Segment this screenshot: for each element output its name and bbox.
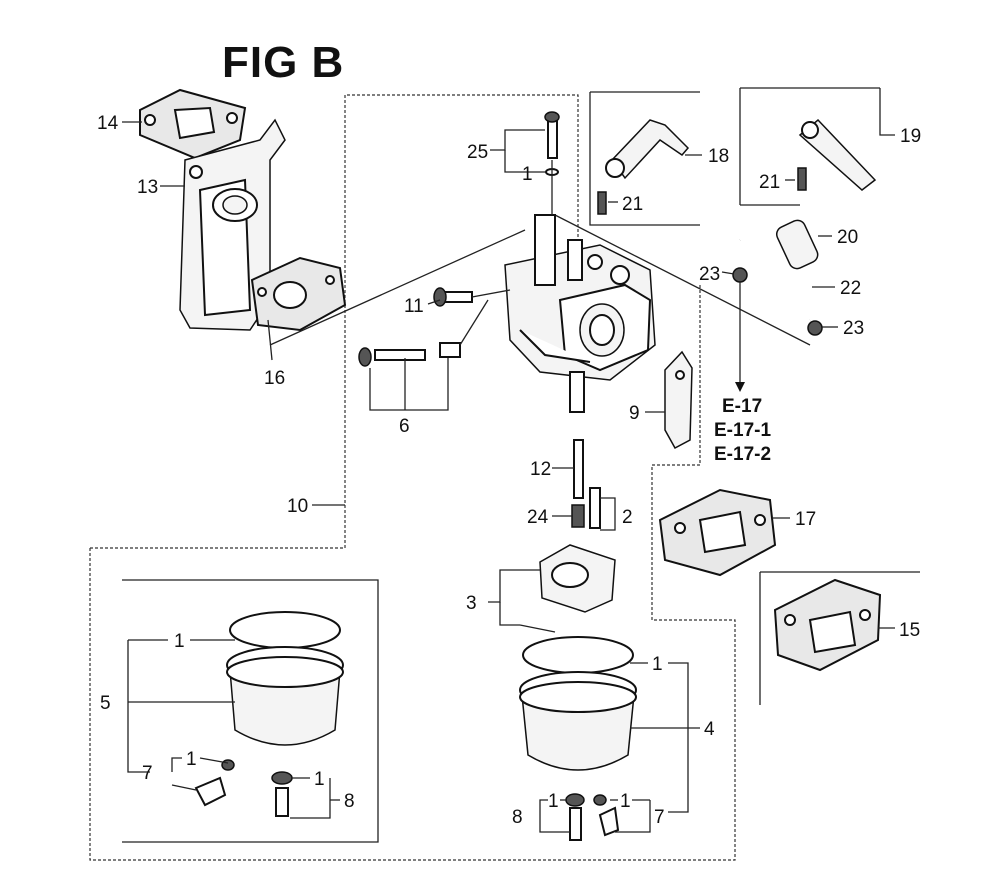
part-9 xyxy=(664,350,693,450)
screw-11 xyxy=(433,287,511,307)
gasket-15 xyxy=(773,578,882,672)
callout-12: 12 xyxy=(530,459,551,480)
callout-4: 4 xyxy=(704,719,715,740)
callout-19: 19 xyxy=(900,126,921,147)
callout-1-bowl-left: 1 xyxy=(174,631,185,652)
callout-9: 9 xyxy=(629,403,640,424)
callout-1-screw-right: 1 xyxy=(620,791,631,812)
jets-12-24-2 xyxy=(571,439,601,529)
callout-25: 25 xyxy=(467,142,488,163)
callout-labels: 14 13 16 10 11 6 25 1 18 21 21 19 20 23 … xyxy=(97,113,921,828)
callout-15: 15 xyxy=(899,620,920,641)
gasket-14 xyxy=(139,88,247,160)
carburetor-body xyxy=(504,214,656,413)
callout-5: 5 xyxy=(100,693,111,714)
callout-21-a: 21 xyxy=(622,194,643,215)
choke-lever-18 xyxy=(597,119,690,215)
reference-e17-1: E-17-1 xyxy=(714,420,771,441)
lever-19 xyxy=(797,118,877,191)
callout-16: 16 xyxy=(264,368,285,389)
callout-14: 14 xyxy=(97,113,119,134)
reference-e17-2: E-17-2 xyxy=(714,444,771,465)
callout-1-bowl-right: 1 xyxy=(652,654,663,675)
callout-20: 20 xyxy=(837,227,858,248)
callout-1-screw-25: 1 xyxy=(522,164,533,185)
callout-18: 18 xyxy=(708,146,729,167)
callout-6: 6 xyxy=(399,416,410,437)
callout-1-screw-left: 1 xyxy=(186,749,197,770)
gasket-17 xyxy=(658,488,777,577)
callout-1-washer-left: 1 xyxy=(314,769,325,790)
float-3 xyxy=(519,544,616,633)
float-bowl-right xyxy=(519,636,637,841)
figure-title: FIG B xyxy=(222,38,345,87)
callout-7-left: 7 xyxy=(142,763,153,784)
callout-22: 22 xyxy=(840,278,861,299)
callout-23-a: 23 xyxy=(699,264,720,285)
callout-17: 17 xyxy=(795,509,816,530)
callout-1-washer-right: 1 xyxy=(548,791,559,812)
gasket-16 xyxy=(250,256,347,332)
callout-21-b: 21 xyxy=(759,172,780,193)
screw-25 xyxy=(544,111,560,215)
callout-8-right: 8 xyxy=(512,807,523,828)
callout-13: 13 xyxy=(137,177,158,198)
callout-11: 11 xyxy=(404,296,424,317)
leader-lines xyxy=(122,88,895,833)
group-boundaries xyxy=(89,87,920,861)
callout-24: 24 xyxy=(527,507,549,528)
callout-7-right: 7 xyxy=(654,807,665,828)
reference-e17: E-17 xyxy=(722,396,762,417)
float-bowl-left xyxy=(194,611,344,817)
callout-23-b: 23 xyxy=(843,318,864,339)
fuel-tube-22 xyxy=(732,219,823,392)
callout-3: 3 xyxy=(466,593,477,614)
callout-8-left: 8 xyxy=(344,791,355,812)
callout-10: 10 xyxy=(287,496,308,517)
pilot-screw-6 xyxy=(358,299,489,367)
callout-2: 2 xyxy=(622,507,633,528)
